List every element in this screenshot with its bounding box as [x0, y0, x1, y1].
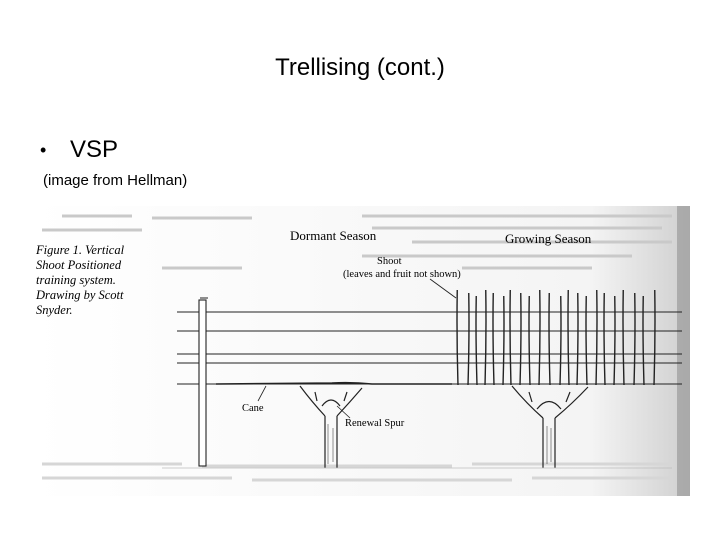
- cane-cordon: [215, 381, 452, 385]
- shoot-line: [613, 295, 616, 386]
- vsp-trellis-figure: Figure 1. Vertical Shoot Positioned trai…: [32, 206, 690, 496]
- shoot-line: [456, 289, 459, 386]
- shoot-line: [475, 295, 478, 386]
- scan-edge-shadow: [677, 206, 690, 496]
- shoot-line: [528, 295, 531, 386]
- shoot-line: [603, 292, 606, 386]
- growing-season-label: Growing Season: [505, 231, 592, 246]
- shoot-line: [585, 295, 588, 386]
- slide-title: Trellising (cont.): [0, 54, 720, 82]
- shoot-line: [509, 289, 512, 386]
- shoot-note-label: (leaves and fruit not shown): [343, 269, 461, 280]
- shoot-line: [595, 289, 598, 386]
- cane-label: Cane: [242, 403, 264, 414]
- shoot-line: [567, 289, 570, 386]
- shoot-line: [484, 289, 487, 386]
- shoot-line: [519, 292, 522, 386]
- scan-background: [32, 206, 690, 496]
- bullet-text: VSP: [70, 136, 119, 163]
- figure-caption-line: Shoot Positioned: [36, 258, 122, 272]
- shoot-label: Shoot: [377, 256, 402, 267]
- shoot-line: [633, 292, 636, 386]
- renewal-spur-leader-line: [336, 405, 351, 419]
- growing-shoots: [456, 289, 656, 386]
- shoot-line: [653, 289, 656, 386]
- shoot-line: [502, 295, 505, 386]
- dormant-season-label: Dormant Season: [290, 228, 377, 243]
- growing-vine: [511, 385, 589, 468]
- bleed-through-text-bottom: [42, 462, 672, 482]
- figure-caption-line: Figure 1. Vertical: [35, 243, 125, 257]
- slide-title-text: Trellising (cont.): [275, 54, 445, 81]
- figure-caption-line: training system.: [36, 273, 116, 287]
- bullet-dot-icon: •: [40, 139, 47, 160]
- shoot-line: [559, 295, 562, 386]
- image-credit: (image from Hellman): [43, 172, 188, 189]
- dormant-vine: [299, 385, 363, 468]
- cane-leader-line: [257, 385, 267, 402]
- bleed-through-text: [42, 214, 672, 270]
- figure-caption: Figure 1. Vertical Shoot Positioned trai…: [35, 243, 125, 317]
- figure-caption-line: Snyder.: [36, 303, 72, 317]
- bullet-item: • VSP: [40, 136, 118, 164]
- shoot-line: [548, 292, 551, 386]
- end-post: [198, 297, 208, 467]
- shoot-line: [622, 289, 625, 386]
- shoot-line: [642, 295, 645, 386]
- shoot-line: [538, 289, 541, 386]
- shoot-leader-line: [429, 278, 457, 299]
- trellis-drawing: Figure 1. Vertical Shoot Positioned trai…: [32, 206, 690, 496]
- shoot-line: [467, 292, 470, 386]
- renewal-spur-label: Renewal Spur: [345, 418, 405, 429]
- figure-caption-line: Drawing by Scott: [35, 288, 124, 302]
- shoot-line: [492, 292, 495, 386]
- shoot-line: [576, 292, 579, 386]
